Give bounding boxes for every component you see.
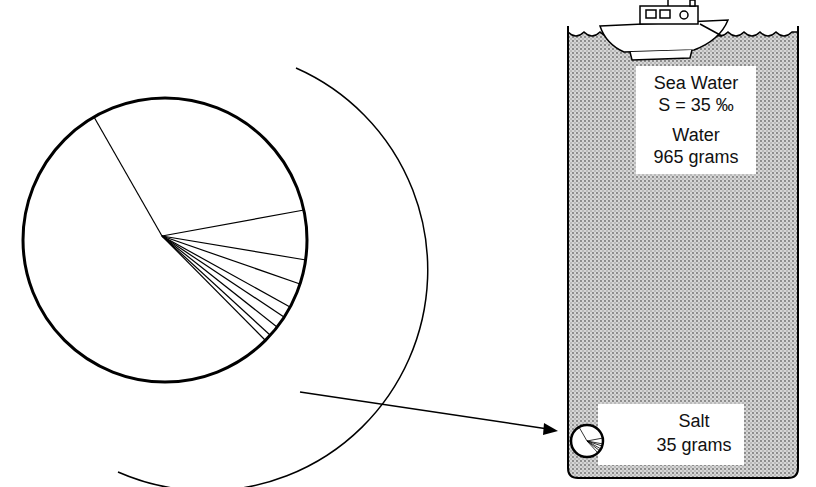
zoom-arrow: [300, 392, 548, 429]
salt-label: Salt35 grams: [598, 404, 744, 465]
salt-pie-large: [23, 98, 307, 382]
node-text: Salt: [644, 410, 744, 432]
node-text: S = 35 ‰: [636, 94, 756, 116]
sea-water-fill: [568, 32, 798, 478]
zoom-arc: [118, 68, 428, 487]
node-text: 965 grams: [636, 146, 756, 168]
boat: [600, 0, 728, 60]
pie-slices: [94, 117, 306, 340]
arrow-head: [543, 423, 558, 435]
sea-water-label: Sea WaterS = 35 ‰ Water965 grams: [636, 66, 756, 174]
node-text: Water: [636, 124, 756, 146]
node-text: Sea Water: [636, 72, 756, 94]
jar-outline: [568, 26, 798, 478]
node-text: 35 grams: [644, 434, 744, 456]
